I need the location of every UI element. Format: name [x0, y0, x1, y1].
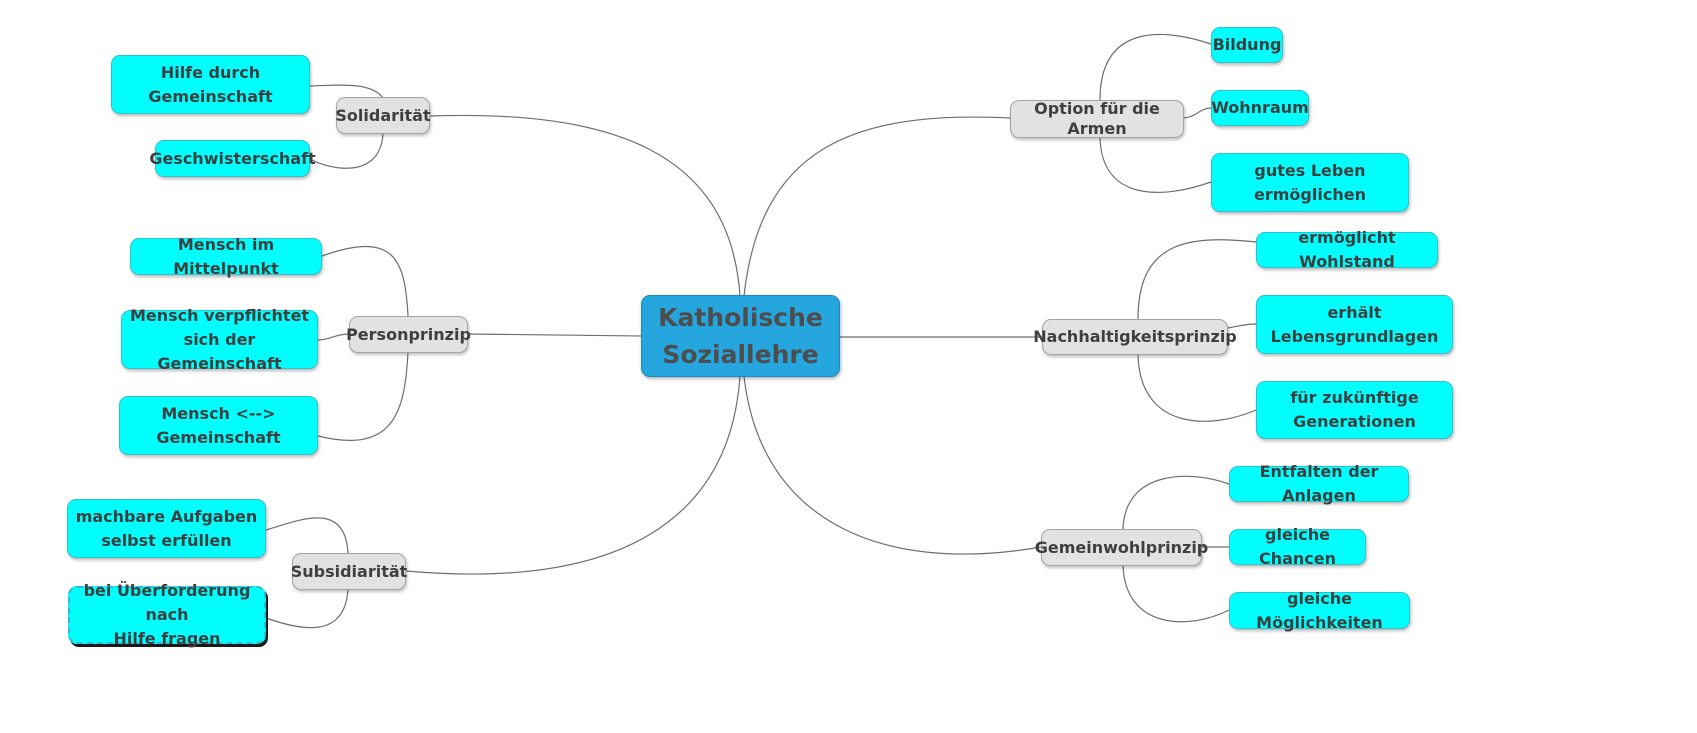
- link-nach-lebensgrundlagen: [1227, 323, 1257, 329]
- link-gemein-anlagen: [1122, 475, 1230, 530]
- leaf-node-gleiche-moeglichkeiten[interactable]: gleiche Möglichkeiten: [1229, 589, 1410, 632]
- branch-node-option-fuer-die-armen[interactable]: Option für die Armen: [1010, 99, 1184, 138]
- link-subs-machbar: [265, 517, 349, 554]
- link-solidaritaet-hilfe: [309, 84, 384, 99]
- link-person-verpflichtet: [317, 333, 350, 341]
- leaf-label: Mensch <--> Gemeinschaft: [156, 403, 281, 447]
- branch-label: Subsidiarität: [290, 561, 408, 581]
- leaf-label: Hilfe durch Gemeinschaft: [148, 62, 273, 106]
- leaf-label: Bildung: [1212, 35, 1282, 54]
- leaf-node-machbare-aufgaben[interactable]: machbare Aufgaben selbst erfüllen: [67, 499, 266, 558]
- leaf-node-gutes-leben[interactable]: gutes Leben ermöglichen: [1211, 153, 1409, 212]
- leaf-label: Entfalten der Anlagen: [1259, 462, 1379, 505]
- branch-label: Nachhaltigkeitsprinzip: [1033, 327, 1237, 346]
- branch-node-solidaritaet[interactable]: Solidarität: [335, 97, 431, 134]
- link-center-personprinzip: [467, 333, 642, 337]
- branch-label: Gemeinwohlprinzip: [1034, 537, 1209, 557]
- leaf-label: gutes Leben ermöglichen: [1254, 160, 1366, 204]
- link-option-leben: [1099, 137, 1212, 193]
- leaf-node-gleiche-chancen[interactable]: gleiche Chancen: [1229, 525, 1366, 568]
- link-nach-wohlstand: [1137, 239, 1257, 320]
- link-person-gemeinschaft: [317, 351, 409, 441]
- branch-node-personprinzip[interactable]: Personprinzip: [346, 316, 471, 353]
- link-center-subsidiaritaet: [405, 375, 741, 575]
- central-topic-label: Katholische Soziallehre: [658, 303, 823, 369]
- leaf-node-hilfe-durch-gemeinschaft[interactable]: Hilfe durch Gemeinschaft: [111, 55, 310, 114]
- link-center-option: [743, 116, 1011, 297]
- leaf-label: Mensch im Mittelpunkt: [173, 234, 279, 278]
- leaf-node-ermoeglicht-wohlstand[interactable]: ermöglicht Wohlstand: [1256, 228, 1438, 271]
- leaf-node-mensch-gemeinschaft[interactable]: Mensch <--> Gemeinschaft: [119, 396, 318, 455]
- leaf-label: für zukünftige Generationen: [1290, 388, 1419, 431]
- leaf-node-zukuenftige-generationen[interactable]: für zukünftige Generationen: [1256, 381, 1453, 439]
- link-option-wohnraum: [1182, 107, 1212, 119]
- link-solidaritaet-geschwister: [309, 133, 384, 169]
- leaf-node-wohnraum[interactable]: Wohnraum: [1211, 90, 1309, 126]
- branch-node-gemeinwohlprinzip[interactable]: Gemeinwohlprinzip: [1035, 529, 1208, 566]
- leaf-label: gleiche Chancen: [1258, 525, 1337, 568]
- leaf-label: Geschwisterschaft: [149, 148, 316, 168]
- branch-node-subsidiaritaet[interactable]: Subsidiarität: [290, 553, 408, 590]
- link-option-bildung: [1099, 33, 1212, 101]
- link-center-gemeinwohl: [743, 375, 1042, 555]
- link-subs-ueberforderung: [265, 588, 349, 629]
- branch-label: Option für die Armen: [1034, 99, 1160, 138]
- leaf-node-mensch-im-mittelpunkt[interactable]: Mensch im Mittelpunkt: [130, 235, 322, 278]
- leaf-label: bei Überforderung nach Hilfe fragen: [83, 581, 251, 648]
- branch-node-nachhaltigkeitsprinzip[interactable]: Nachhaltigkeitsprinzip: [1033, 319, 1237, 355]
- leaf-node-mensch-verpflichtet[interactable]: Mensch verpflichtet sich der Gemeinschaf…: [121, 306, 318, 373]
- central-topic-node[interactable]: Katholische Soziallehre: [641, 295, 840, 377]
- branch-label: Solidarität: [335, 105, 431, 125]
- leaf-label: gleiche Möglichkeiten: [1256, 588, 1383, 632]
- branch-label: Personprinzip: [346, 324, 471, 344]
- leaf-node-ueberforderung-hilfe-fragen[interactable]: bei Überforderung nach Hilfe fragen: [68, 581, 266, 648]
- leaf-label: machbare Aufgaben selbst erfüllen: [75, 506, 258, 550]
- leaf-label: erhält Lebensgrundlagen: [1270, 302, 1439, 346]
- link-nach-generationen: [1137, 354, 1257, 422]
- link-center-solidaritaet: [429, 114, 741, 297]
- leaf-node-geschwisterschaft[interactable]: Geschwisterschaft: [149, 140, 316, 177]
- leaf-label: Mensch verpflichtet sich der Gemeinschaf…: [129, 305, 310, 373]
- leaf-label: ermöglicht Wohlstand: [1298, 228, 1396, 271]
- leaf-label: Wohnraum: [1211, 98, 1309, 117]
- leaf-node-bildung[interactable]: Bildung: [1211, 27, 1283, 63]
- link-gemein-moeglichkeiten: [1122, 564, 1230, 623]
- leaf-node-erhaelt-lebensgrundlagen[interactable]: erhält Lebensgrundlagen: [1256, 295, 1453, 354]
- link-person-mittelpunkt: [321, 245, 409, 317]
- leaf-node-entfalten-der-anlagen[interactable]: Entfalten der Anlagen: [1229, 462, 1409, 505]
